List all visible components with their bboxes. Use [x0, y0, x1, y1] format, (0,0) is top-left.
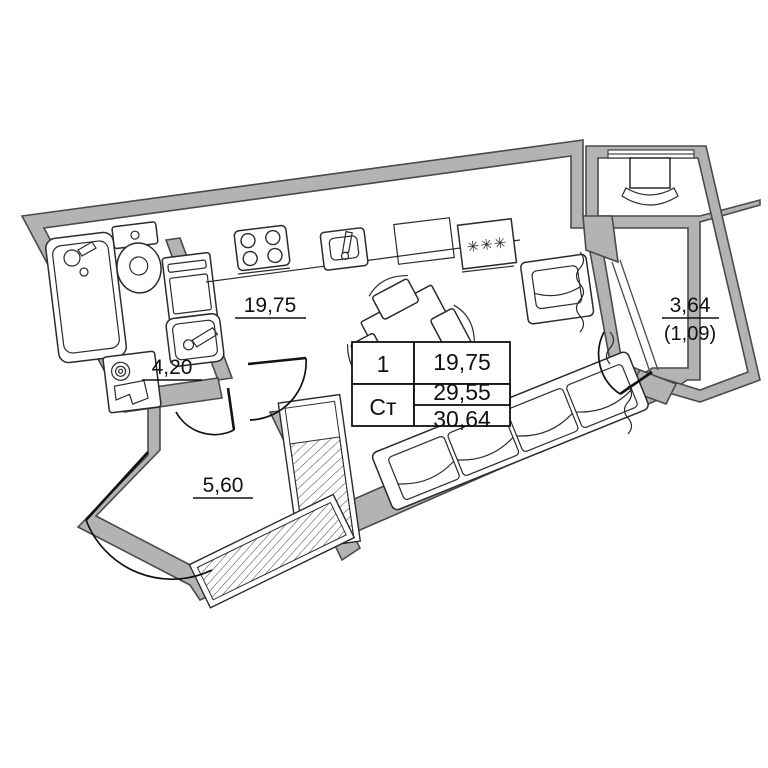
info-type-label: Ст: [369, 394, 397, 420]
cooktop-icon: [233, 224, 291, 272]
info-total-area-with-balcony: 30,64: [433, 406, 491, 432]
info-living-area: 19,75: [433, 349, 491, 375]
dining-chair-icon: [368, 274, 419, 320]
kitchen-sink-icon: [319, 227, 369, 271]
curtain-icon: [605, 331, 615, 365]
balcony-chair-icon: [621, 157, 679, 206]
freezer-symbol: ✳✳✳: [466, 234, 508, 256]
hallway-door[interactable]: [175, 387, 236, 436]
bathroom-fixtures: [45, 221, 225, 414]
curtain-icon: [623, 385, 633, 435]
wardrobe-icon: [188, 493, 356, 609]
doors: [85, 331, 653, 580]
balcony-door-mullion-1: [611, 261, 651, 373]
bathtub-faucet-icon: [63, 249, 81, 267]
area-label-balcony: 3,64: [670, 294, 711, 317]
wall-stub-balcony-top: [582, 215, 619, 264]
entrance-door[interactable]: [85, 451, 213, 580]
washing-machine-icon: [161, 251, 219, 329]
washbasin-icon: [165, 313, 225, 367]
curtains: [575, 251, 633, 435]
info-total-area: 29,55: [433, 379, 491, 405]
living-furniture: [346, 157, 679, 511]
counter-segment: [393, 217, 455, 265]
area-labels: 19,75 4,20 5,60 3,64 (1,09): [142, 294, 719, 499]
refrigerator-icon: ✳✳✳: [456, 217, 518, 270]
bathroom-door[interactable]: [247, 356, 307, 421]
area-label-balcony-reduced: (1,09): [664, 323, 716, 345]
balcony-door[interactable]: [597, 331, 653, 396]
info-rooms-count: 1: [377, 351, 390, 377]
kitchen-fixtures: ✳✳✳: [205, 217, 521, 283]
wardrobes: [188, 393, 362, 609]
info-table: 1 19,75 Ст 29,55 30,64: [351, 341, 511, 432]
area-label-bathroom: 4,20: [152, 356, 193, 379]
area-label-kitchen-living: 19,75: [244, 294, 297, 317]
bathtub-icon: [45, 231, 128, 364]
area-label-hallway: 5,60: [203, 474, 244, 497]
toilet-icon: [111, 221, 162, 294]
curtain-icon: [575, 251, 585, 333]
balcony-door-mullion-2: [619, 259, 659, 371]
